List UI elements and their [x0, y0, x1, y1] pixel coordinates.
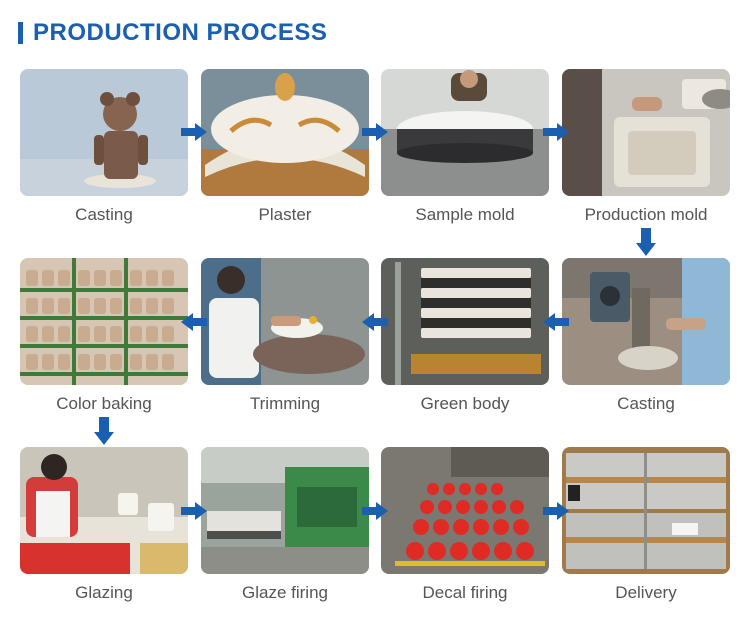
- glazing-worker-photo-icon: [20, 447, 188, 574]
- photo-glaze-firing: [201, 447, 369, 574]
- arrow-right-icon: [543, 123, 569, 141]
- section-header: PRODUCTION PROCESS: [18, 18, 327, 48]
- step-label: Casting: [75, 205, 133, 224]
- green-body-rack-photo-icon: [381, 258, 549, 385]
- photo-delivery: [562, 447, 730, 574]
- photo-casting-machine: [562, 258, 730, 385]
- arrow-left-icon: [362, 313, 388, 331]
- step-label: Decal firing: [422, 583, 508, 602]
- photo-green-body: [381, 258, 549, 385]
- photo-production-mold: [562, 69, 730, 196]
- page-title: PRODUCTION PROCESS: [33, 19, 328, 46]
- decal-mugs-photo-icon: [381, 447, 549, 574]
- arrow-left-icon: [543, 313, 569, 331]
- casting-machine-photo-icon: [562, 258, 730, 385]
- arrow-left-icon: [181, 313, 207, 331]
- photo-decal-firing: [381, 447, 549, 574]
- trimming-worker-photo-icon: [201, 258, 369, 385]
- arrow-right-icon: [181, 123, 207, 141]
- step-label: Production mold: [584, 205, 708, 224]
- photo-color-baking: [20, 258, 188, 385]
- arrow-right-icon: [181, 502, 207, 520]
- step-label: Delivery: [615, 583, 677, 602]
- photo-casting-figurine: [20, 69, 188, 196]
- step-label: Color baking: [56, 394, 152, 413]
- arrow-right-icon: [362, 502, 388, 520]
- arrow-right-icon: [362, 123, 388, 141]
- step-label: Green body: [420, 394, 510, 413]
- step-label: Casting: [617, 394, 675, 413]
- photo-glazing: [20, 447, 188, 574]
- arrow-right-icon: [543, 502, 569, 520]
- step-label: Sample mold: [415, 205, 515, 224]
- arrow-down-icon: [636, 228, 656, 256]
- color-baking-rack-photo-icon: [20, 258, 188, 385]
- round-mold-photo-icon: [381, 69, 549, 196]
- arrow-down-icon: [94, 417, 114, 445]
- plaster-lid-photo-icon: [201, 69, 369, 196]
- production-mold-photo-icon: [562, 69, 730, 196]
- bear-figurine-photo-icon: [20, 69, 188, 196]
- kiln-line-photo-icon: [201, 447, 369, 574]
- cartons-pallet-photo-icon: [562, 447, 730, 574]
- step-label: Glaze firing: [242, 583, 328, 602]
- step-label: Glazing: [75, 583, 133, 602]
- photo-trimming: [201, 258, 369, 385]
- step-label: Plaster: [258, 205, 312, 224]
- photo-sample-mold: [381, 69, 549, 196]
- photo-plaster-lid: [201, 69, 369, 196]
- step-label: Trimming: [249, 394, 321, 413]
- header-accent-bar: [18, 22, 23, 44]
